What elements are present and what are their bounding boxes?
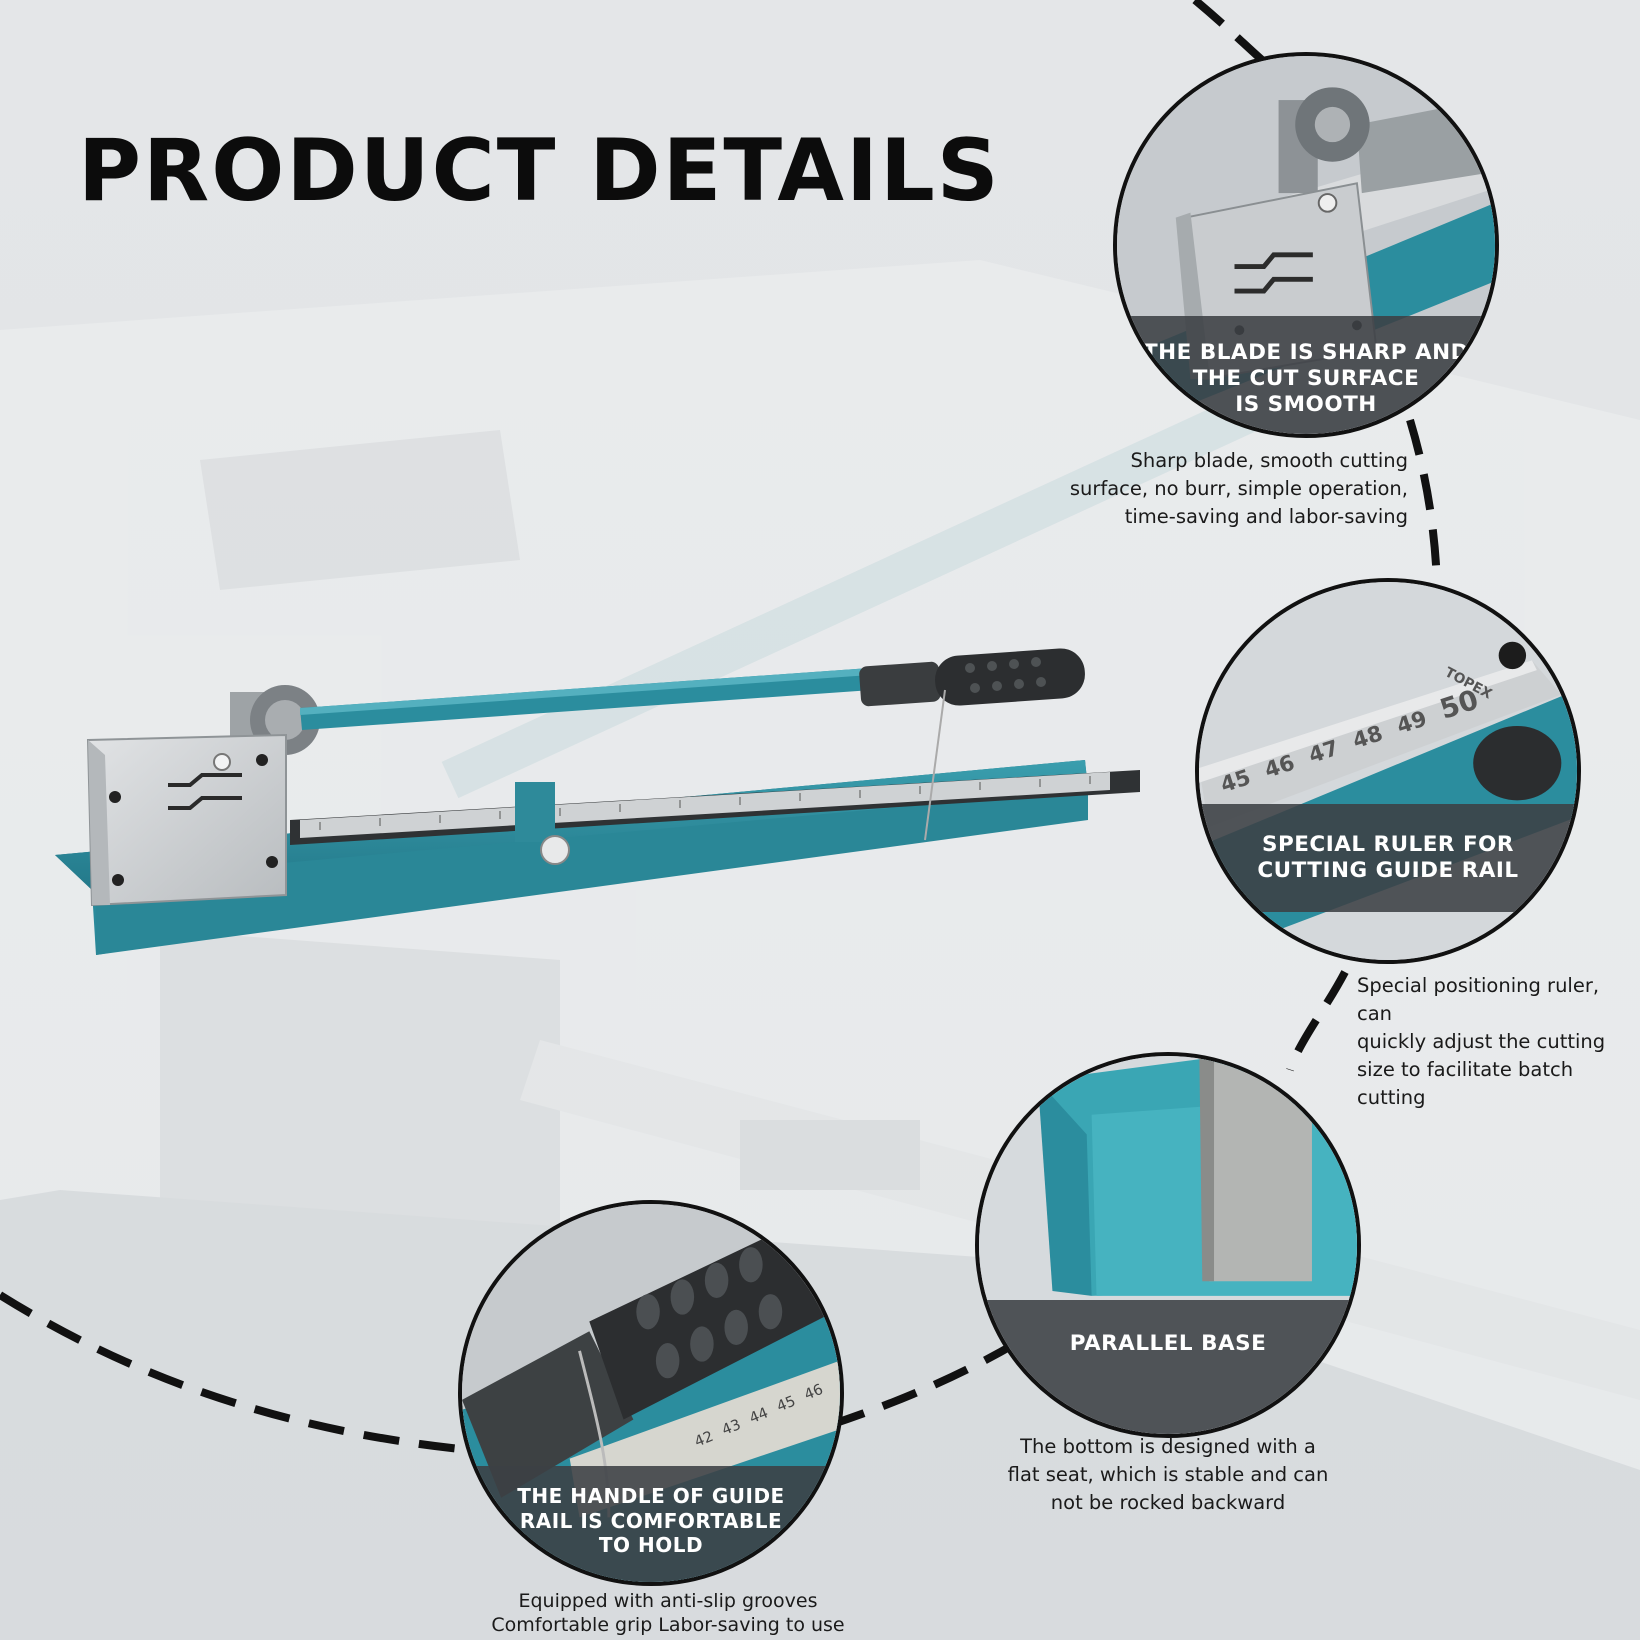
handle-description: Equipped with anti-slip grooves Comforta… — [491, 1590, 845, 1636]
ruler-number: 45 — [774, 1393, 798, 1416]
guide-rail — [290, 770, 1140, 865]
base-detail-circle: PARALLEL BASE — [975, 1052, 1361, 1438]
ruler-description: Special positioning ruler, can quickly a… — [1357, 974, 1606, 1109]
blade-description: Sharp blade, smooth cutting surface, no … — [1069, 449, 1408, 528]
base-description: The bottom is designed with a flat seat,… — [1007, 1435, 1329, 1514]
lever-handle — [300, 648, 1085, 841]
ruler-heading: SPECIAL RULER FOR CUTTING GUIDE RAIL — [1199, 804, 1577, 912]
ruler-number: 42 — [692, 1428, 716, 1451]
ruler-detail-circle: 45 46 47 48 49 50 TOPEX SPECIAL RULER FO… — [1195, 578, 1581, 964]
handle-detail-circle: 42 43 44 45 46 THE HANDLE OF GUIDE RAIL … — [458, 1200, 844, 1586]
ruler-number: 43 — [720, 1416, 744, 1439]
ruler-number: 44 — [747, 1404, 771, 1427]
ruler-number: 46 — [802, 1381, 826, 1404]
blade-detail-circle: THE BLADE IS SHARP AND THE CUT SURFACE I… — [1113, 52, 1499, 438]
base-photo — [979, 1056, 1357, 1434]
cutter-head — [86, 685, 320, 907]
page-title: PRODUCT DETAILS — [78, 121, 1001, 221]
base-heading: PARALLEL BASE — [979, 1300, 1357, 1434]
blade-heading: THE BLADE IS SHARP AND THE CUT SURFACE I… — [1117, 316, 1495, 434]
handle-heading: THE HANDLE OF GUIDE RAIL IS COMFORTABLE … — [462, 1466, 840, 1582]
